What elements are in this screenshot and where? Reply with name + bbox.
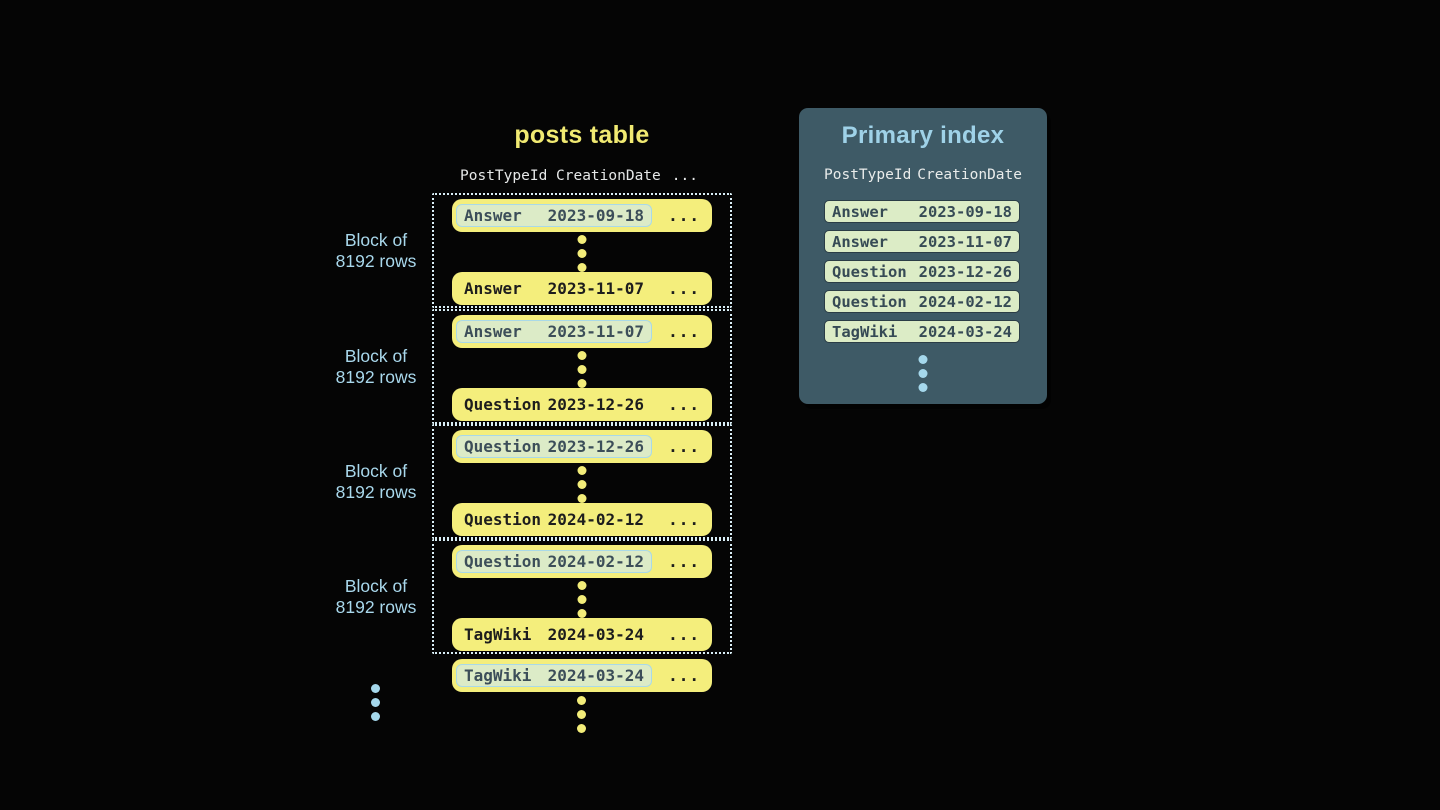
- ellipsis-dots-vertical: [577, 696, 586, 733]
- row-ellipsis: ...: [668, 322, 700, 341]
- block-label-line2: 8192 rows: [335, 481, 417, 502]
- table-row: Question 2024-02-12 ...: [452, 503, 712, 536]
- ellipsis-dots-vertical: [577, 581, 587, 618]
- block-4: Question 2024-02-12 ... TagWiki 2024-03-…: [432, 539, 732, 654]
- creation-date-value: 2023-09-18: [547, 206, 644, 225]
- row-ellipsis: ...: [668, 625, 700, 644]
- block-label-line1: Block of: [344, 345, 408, 366]
- block-label-line1: Block of: [344, 460, 408, 481]
- post-type-value: Question: [464, 510, 542, 529]
- post-type-value: TagWiki: [832, 322, 898, 341]
- row-ellipsis: ...: [668, 279, 700, 298]
- row-ellipsis: ...: [668, 510, 700, 529]
- creation-date-value: 2023-11-07: [547, 322, 644, 341]
- row-ellipsis: ...: [668, 437, 700, 456]
- index-entry: Answer 2023-11-07: [824, 230, 1020, 253]
- row-ellipsis: ...: [668, 206, 700, 225]
- block-size-label: Block of 8192 rows: [306, 539, 446, 654]
- primary-index-column-headers: PostTypeId CreationDate: [824, 167, 1022, 183]
- index-entry: TagWiki 2024-03-24: [824, 320, 1020, 343]
- creation-date-value: 2023-12-26: [547, 437, 644, 456]
- row-entry: Question 2024-02-12: [456, 508, 652, 531]
- column-header-ellipsis: ...: [671, 168, 698, 184]
- post-type-value: Question: [464, 437, 542, 456]
- block-label-line2: 8192 rows: [335, 596, 417, 617]
- index-entry: Answer 2023-09-18: [824, 200, 1020, 223]
- post-type-value: TagWiki: [464, 666, 532, 685]
- post-type-value: Question: [832, 262, 907, 281]
- creation-date-value: 2023-09-18: [918, 202, 1012, 221]
- row-entry-highlighted: Question 2024-02-12: [456, 550, 652, 573]
- row-ellipsis: ...: [668, 552, 700, 571]
- post-type-value: Answer: [832, 232, 888, 251]
- creation-date-value: 2024-02-12: [918, 292, 1012, 311]
- block-label-line2: 8192 rows: [335, 366, 417, 387]
- block-2: Answer 2023-11-07 ... Question 2023-12-2…: [432, 309, 732, 424]
- creation-date-value: 2023-12-26: [547, 395, 644, 414]
- posts-table-title: posts table: [514, 121, 650, 149]
- block-size-label: Block of 8192 rows: [306, 193, 446, 308]
- creation-date-value: 2024-03-24: [918, 322, 1012, 341]
- primary-index-title: Primary index: [841, 122, 1005, 149]
- post-type-value: Answer: [464, 206, 522, 225]
- column-header-posttypeid: PostTypeId: [824, 167, 912, 183]
- row-entry-highlighted: TagWiki 2024-03-24: [456, 664, 652, 687]
- column-header-posttypeid: PostTypeId: [460, 168, 548, 184]
- block-label-line2: 8192 rows: [335, 250, 417, 271]
- creation-date-value: 2024-03-24: [547, 666, 644, 685]
- table-row: Question 2023-12-26 ...: [452, 430, 712, 463]
- post-type-value: Question: [464, 552, 542, 571]
- row-entry: Answer 2023-11-07: [456, 277, 652, 300]
- table-row-overflow: TagWiki 2024-03-24 ...: [452, 659, 712, 692]
- block-label-line1: Block of: [344, 229, 408, 250]
- block-label-line1: Block of: [344, 575, 408, 596]
- post-type-value: Question: [832, 292, 907, 311]
- table-row: Answer 2023-09-18 ...: [452, 199, 712, 232]
- index-entry: Question 2024-02-12: [824, 290, 1020, 313]
- creation-date-value: 2024-03-24: [547, 625, 644, 644]
- ellipsis-dots-vertical: [918, 355, 928, 392]
- table-row: Question 2024-02-12 ...: [452, 545, 712, 578]
- ellipsis-dots-vertical: [577, 235, 587, 272]
- creation-date-value: 2023-12-26: [918, 262, 1012, 281]
- table-row: TagWiki 2024-03-24 ...: [452, 618, 712, 651]
- post-type-value: Answer: [464, 279, 522, 298]
- creation-date-value: 2023-11-07: [547, 279, 644, 298]
- column-header-creationdate: CreationDate: [917, 167, 1022, 183]
- primary-index-entries: Answer 2023-09-18 Answer 2023-11-07 Ques…: [824, 200, 1020, 343]
- table-row: Answer 2023-11-07 ...: [452, 315, 712, 348]
- row-entry-highlighted: Question 2023-12-26: [456, 435, 652, 458]
- posts-table-column-headers: PostTypeId CreationDate ...: [452, 166, 712, 186]
- table-row: Answer 2023-11-07 ...: [452, 272, 712, 305]
- post-type-value: Answer: [832, 202, 888, 221]
- creation-date-value: 2024-02-12: [547, 552, 644, 571]
- row-entry-highlighted: Answer 2023-09-18: [456, 204, 652, 227]
- index-entry: Question 2023-12-26: [824, 260, 1020, 283]
- post-type-value: TagWiki: [464, 625, 532, 644]
- block-size-label: Block of 8192 rows: [306, 309, 446, 424]
- creation-date-value: 2023-11-07: [918, 232, 1012, 251]
- block-1: Answer 2023-09-18 ... Answer 2023-11-07 …: [432, 193, 732, 308]
- block-3: Question 2023-12-26 ... Question 2024-02…: [432, 424, 732, 539]
- row-entry-highlighted: Answer 2023-11-07: [456, 320, 652, 343]
- row-entry: Question 2023-12-26: [456, 393, 652, 416]
- creation-date-value: 2024-02-12: [547, 510, 644, 529]
- post-type-value: Question: [464, 395, 542, 414]
- primary-index-panel: Primary index PostTypeId CreationDate An…: [799, 108, 1047, 404]
- ellipsis-dots-vertical: [577, 466, 587, 503]
- block-size-label: Block of 8192 rows: [306, 424, 446, 539]
- table-row: Question 2023-12-26 ...: [452, 388, 712, 421]
- ellipsis-dots-vertical: [577, 351, 587, 388]
- column-header-creationdate: CreationDate: [556, 168, 661, 184]
- more-blocks-dots-vertical: [371, 684, 380, 721]
- row-entry: TagWiki 2024-03-24: [456, 623, 652, 646]
- row-ellipsis: ...: [668, 395, 700, 414]
- row-ellipsis: ...: [668, 666, 700, 685]
- post-type-value: Answer: [464, 322, 522, 341]
